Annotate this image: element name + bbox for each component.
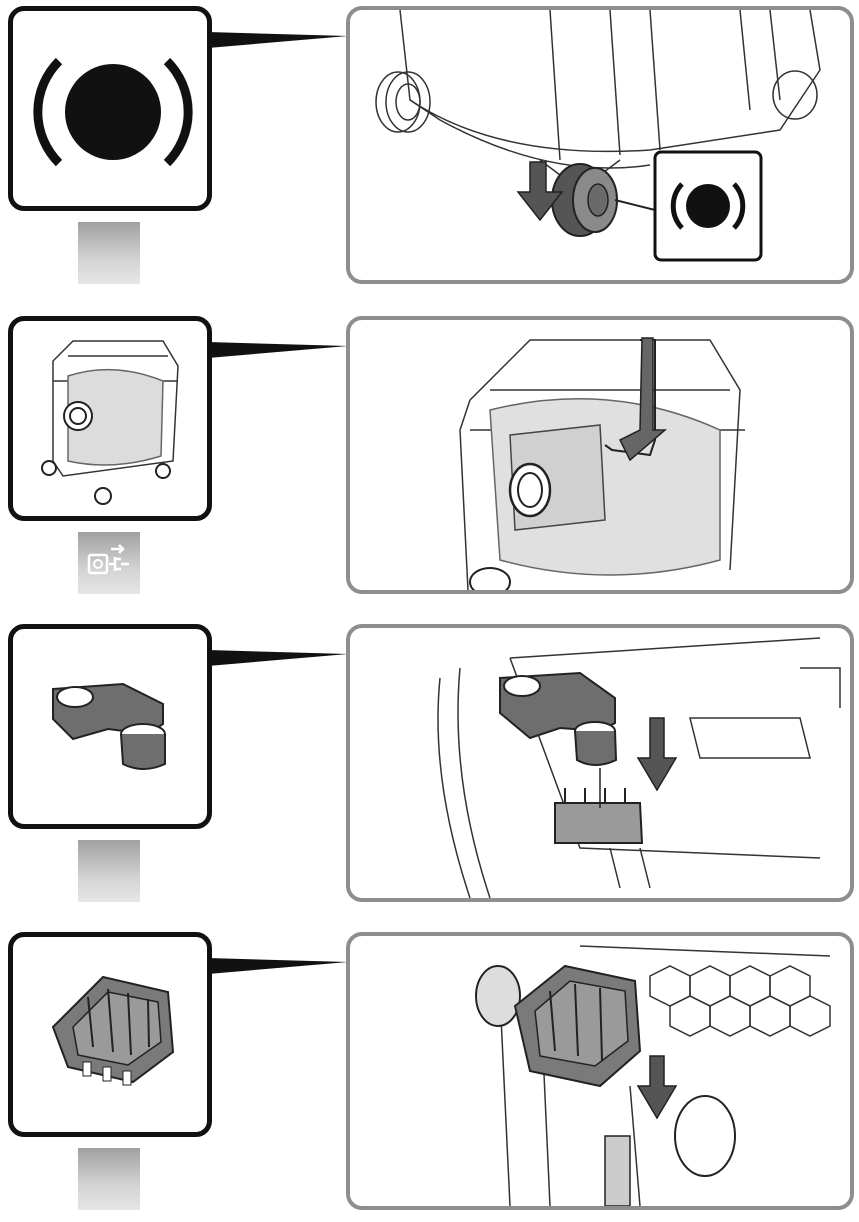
mesh-filter [649,965,831,1037]
callout-pointer [208,958,348,974]
step-2-detail [346,316,854,594]
caster-brake-illustration [375,10,821,262]
callout-pointer [208,32,348,48]
wheel-brake-symbol-icon [33,57,193,167]
step-4-thumbnail [8,932,212,1137]
mount-arrow-icon [636,1055,678,1120]
container-with-bag-icon [41,340,179,505]
step-3 [0,618,859,908]
step-2-tab [78,532,140,594]
hose-holder-illustration [437,637,841,898]
accessory-bracket-part-icon [51,975,175,1086]
hose-holder-part-icon [52,682,166,770]
step-4-detail [346,932,854,1210]
accessory-bracket-illustration [475,945,831,1206]
step-1-detail [346,6,854,284]
insert-arrow-icon [604,337,668,462]
callout-pointer [208,650,348,666]
dust-bag-illustration [459,337,745,590]
unplug-power-icon [87,544,129,575]
step-1-thumbnail [8,6,212,211]
mount-arrow-icon [636,717,678,792]
step-4 [0,926,859,1216]
callout-pointer [208,342,348,358]
caster-wheel [551,163,618,237]
step-1 [0,0,859,290]
step-4-tab [78,1148,140,1210]
press-arrow-icon [516,161,564,222]
step-2-thumbnail [8,316,212,521]
step-3-thumbnail [8,624,212,829]
step-2 [0,310,859,600]
step-1-tab [78,222,140,284]
step-3-detail [346,624,854,902]
step-3-tab [78,840,140,902]
